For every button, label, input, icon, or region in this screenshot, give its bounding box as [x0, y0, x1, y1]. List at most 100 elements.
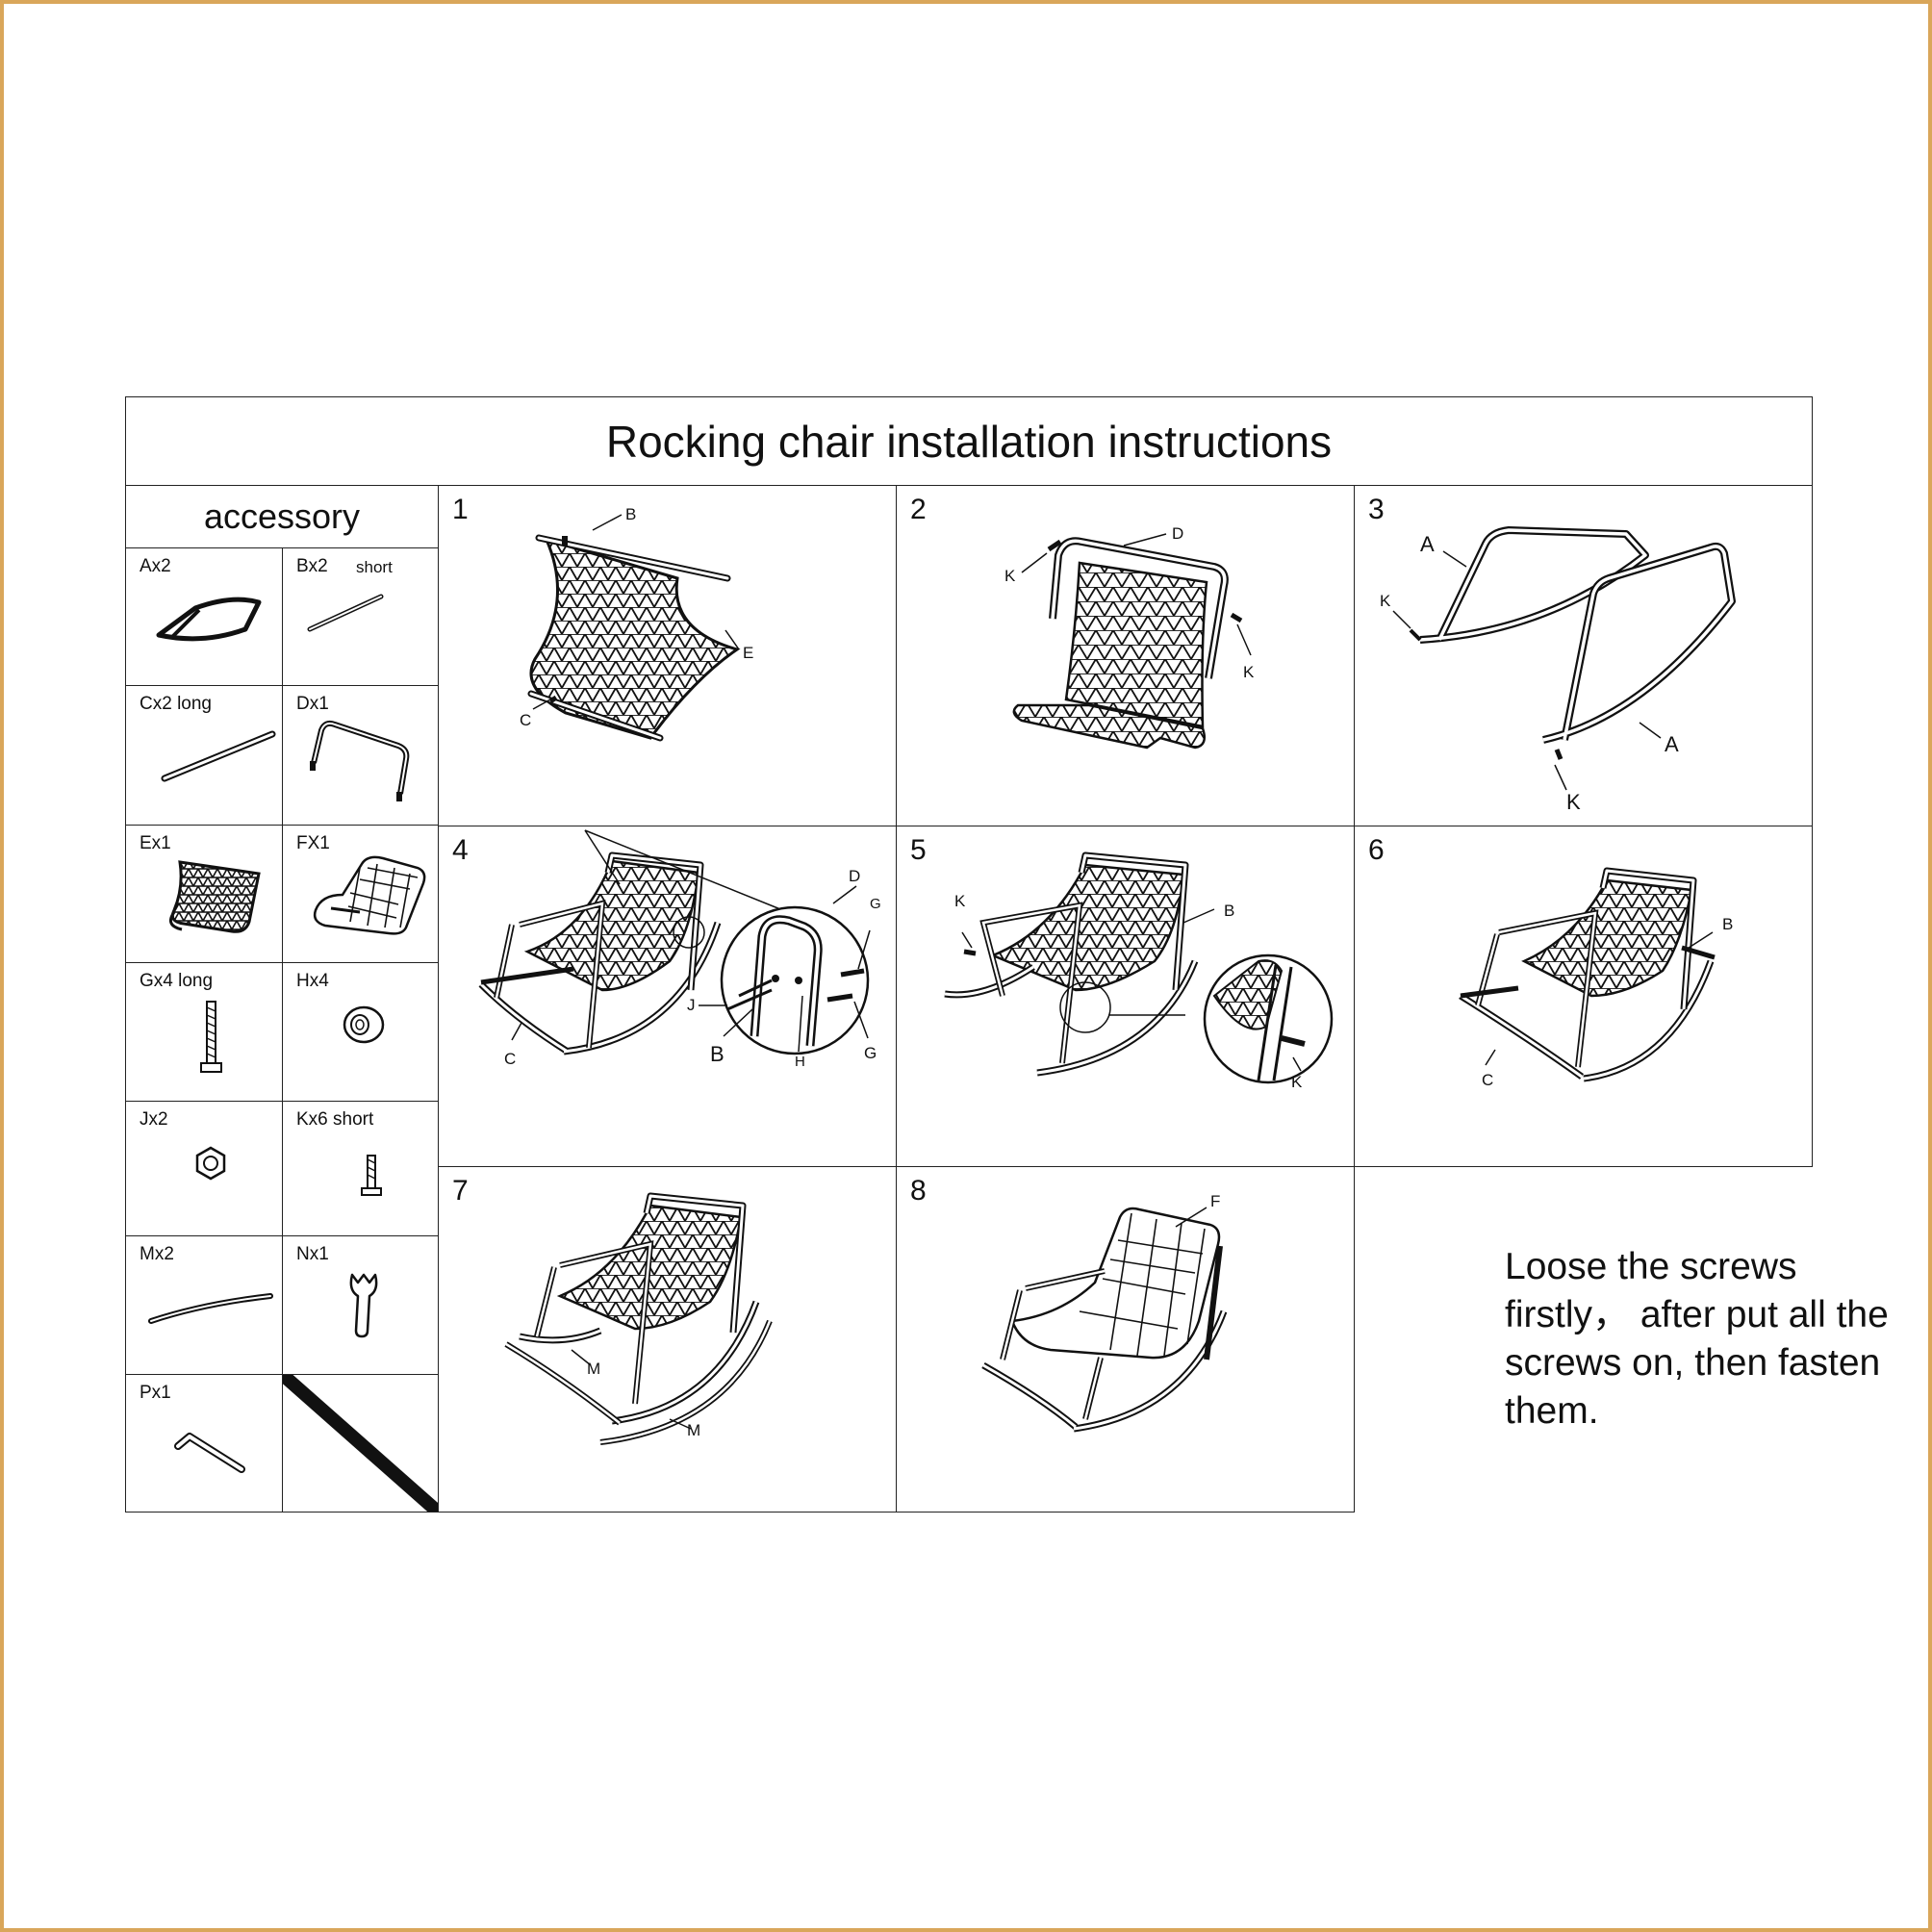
callout-g: G: [870, 896, 881, 912]
part-cell-empty: [282, 1374, 439, 1513]
part-label-j: Jx2: [140, 1109, 168, 1130]
step-6-illustration: [1459, 867, 1716, 1082]
part-label-f: FX1: [296, 833, 330, 853]
callout-c: C: [1482, 1071, 1494, 1089]
sheet-title: Rocking chair installation instructions: [125, 396, 1813, 486]
part-label-d: Dx1: [296, 694, 329, 714]
callout-k: K: [1243, 663, 1255, 681]
callout-b: B: [1224, 902, 1235, 920]
step-number: 2: [910, 494, 927, 525]
note-line-3: screws on, then fasten: [1505, 1342, 1881, 1384]
step-2-illustration: [1012, 533, 1252, 750]
callout-k: K: [1380, 592, 1391, 610]
long-bar-icon: [161, 730, 276, 782]
part-label-c: Cx2 long: [140, 694, 212, 714]
callout-m: M: [587, 1360, 601, 1378]
note-line-1: Loose the screws: [1505, 1246, 1797, 1287]
part-label-m: Mx2: [140, 1244, 174, 1264]
part-label-n: Nx1: [296, 1244, 329, 1264]
rocker-frame-icon: [156, 597, 262, 642]
callout-b: B: [710, 1042, 724, 1066]
part-cell-j: Jx2: [125, 1101, 283, 1236]
part-cell-e: Ex1: [125, 825, 283, 963]
callout-j: J: [687, 996, 696, 1014]
part-cell-p: Px1: [125, 1374, 283, 1513]
part-cell-n: Nx1: [282, 1235, 439, 1375]
callout-m: M: [687, 1421, 701, 1439]
step-3-illustration: [1392, 526, 1736, 791]
callout-g: G: [864, 1044, 877, 1062]
note-line-4: them.: [1505, 1390, 1599, 1432]
part-cell-g: Gx4 long: [125, 962, 283, 1102]
callout-d: D: [1172, 524, 1184, 543]
callout-k: K: [954, 892, 966, 910]
mesh-seat-icon: [168, 860, 261, 933]
step-number: 5: [910, 834, 927, 866]
callout-a: A: [1420, 532, 1435, 556]
callout-k: K: [1566, 790, 1581, 814]
short-screw-icon: [361, 1155, 382, 1196]
washer-icon: [343, 1005, 385, 1044]
part-label-a: Ax2: [140, 556, 171, 576]
step-1-panel: 1 B E C: [438, 485, 897, 826]
short-bar-icon: [307, 594, 384, 632]
part-cell-b: Bx2 short: [282, 547, 439, 686]
step-5-illustration: [944, 852, 1334, 1084]
part-cell-h: Hx4: [282, 962, 439, 1102]
step-3-panel: 3 A K A K: [1354, 485, 1813, 826]
callout-f: F: [1210, 1192, 1221, 1210]
step-7-panel: 7 M M: [438, 1166, 897, 1513]
step-2-panel: 2 D K K: [896, 485, 1355, 826]
note-line-2: firstly， after put all the: [1505, 1294, 1889, 1335]
step-4-illustration: [478, 829, 871, 1055]
callout-d: D: [849, 867, 861, 885]
step-8-illustration: [981, 1207, 1228, 1433]
callout-e: E: [743, 644, 754, 662]
empty-slot-slash: [283, 1375, 438, 1512]
part-note-b: short: [356, 558, 393, 576]
accessory-heading: accessory: [125, 485, 439, 548]
step-number: 6: [1368, 834, 1385, 866]
part-label-b: Bx2: [296, 556, 328, 576]
step-number: 7: [452, 1175, 469, 1207]
callout-a: A: [1665, 732, 1679, 756]
wrench-icon: [349, 1273, 378, 1338]
part-label-k: Kx6 short: [296, 1109, 374, 1130]
part-cell-d: Dx1: [282, 685, 439, 826]
callout-c: C: [520, 711, 532, 729]
runner-icon: [148, 1293, 273, 1324]
assembly-note: Loose the screws firstly， after put all …: [1505, 1243, 1889, 1436]
back-frame-icon: [310, 720, 410, 801]
part-cell-c: Cx2 long: [125, 685, 283, 826]
part-cell-k: Kx6 short: [282, 1101, 439, 1236]
part-label-h: Hx4: [296, 971, 329, 991]
step-number: 8: [910, 1175, 927, 1207]
part-cell-a: Ax2: [125, 547, 283, 686]
part-cell-f: FX1: [282, 825, 439, 963]
step-number: 3: [1368, 494, 1385, 525]
nut-icon: [195, 1146, 226, 1181]
cushion-icon: [313, 855, 426, 935]
callout-c: C: [504, 1050, 517, 1068]
part-label-g: Gx4 long: [140, 971, 214, 991]
instruction-sheet: Rocking chair installation instructions …: [125, 396, 1889, 1513]
part-cell-m: Mx2: [125, 1235, 283, 1375]
allen-key-icon: [174, 1433, 245, 1473]
callout-b: B: [1722, 915, 1734, 933]
callout-k: K: [1004, 567, 1016, 585]
step-5-panel: 5 K B: [896, 826, 1355, 1167]
step-8-panel: 8 F: [896, 1166, 1355, 1513]
step-4-panel: 4: [438, 826, 897, 1167]
step-7-illustration: [504, 1192, 773, 1445]
callout-k: K: [1291, 1073, 1303, 1091]
long-bolt-icon: [200, 1001, 222, 1073]
callout-b: B: [625, 505, 637, 523]
step-number: 1: [452, 494, 469, 525]
step-6-panel: 6 B C: [1354, 826, 1813, 1167]
step-number: 4: [452, 834, 469, 866]
step-1-illustration: [527, 514, 741, 742]
part-label-p: Px1: [140, 1383, 171, 1403]
callout-h: H: [795, 1054, 805, 1070]
part-label-e: Ex1: [140, 833, 171, 853]
